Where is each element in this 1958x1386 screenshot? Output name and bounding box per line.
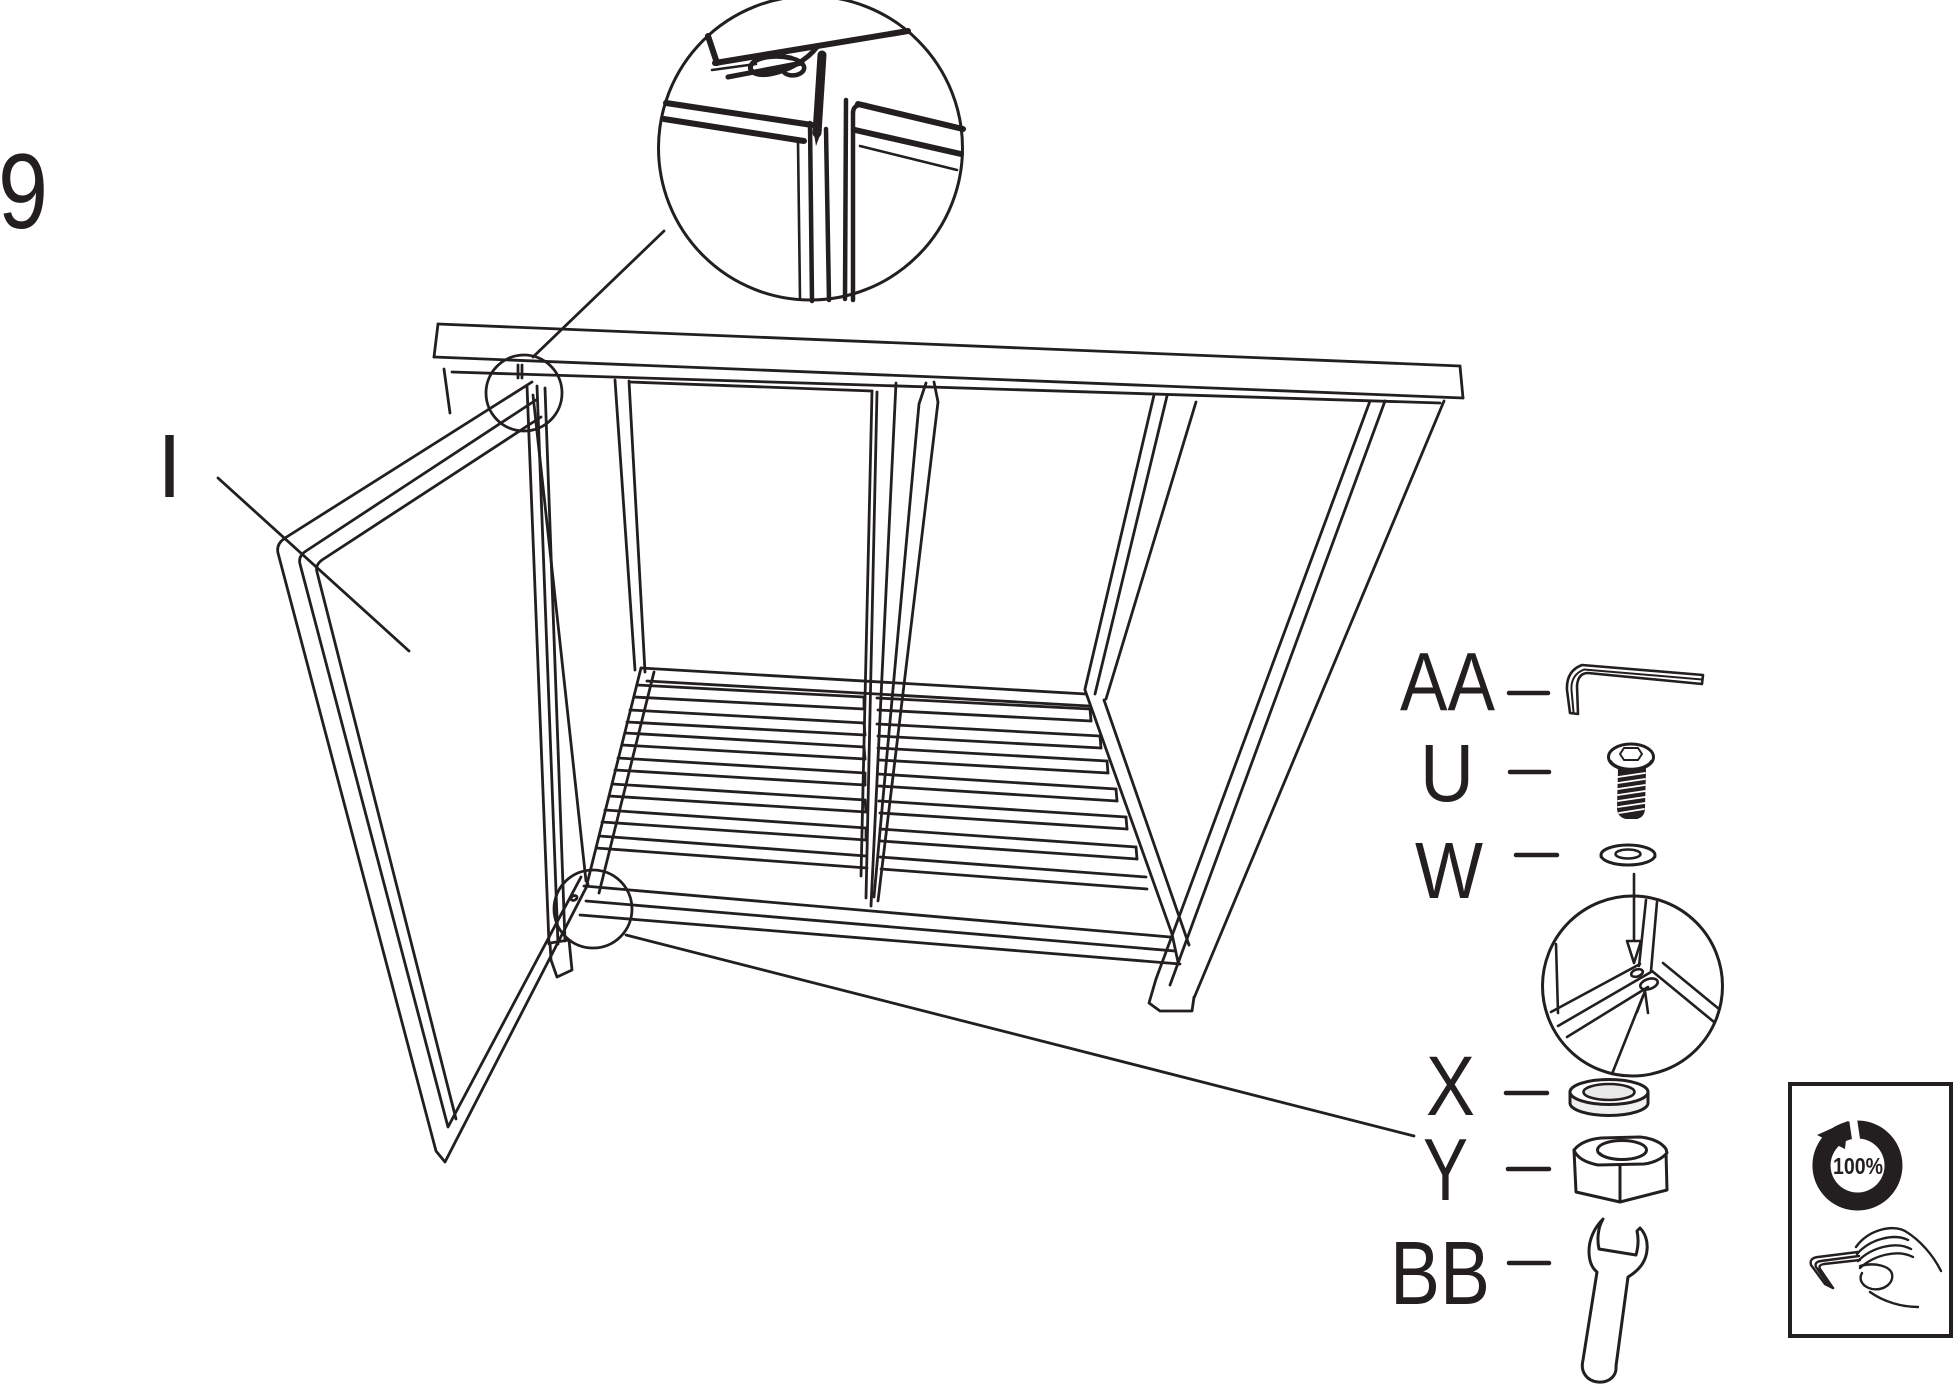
svg-text:X: X — [1426, 1039, 1475, 1133]
svg-text:W: W — [1415, 826, 1483, 915]
svg-text:BB: BB — [1390, 1224, 1490, 1324]
svg-text:I: I — [157, 417, 182, 517]
svg-text:100%: 100% — [1833, 1153, 1883, 1179]
svg-text:AA: AA — [1400, 635, 1496, 728]
svg-text:Y: Y — [1423, 1120, 1468, 1219]
svg-text:U: U — [1420, 728, 1474, 819]
svg-text:9: 9 — [0, 131, 48, 251]
